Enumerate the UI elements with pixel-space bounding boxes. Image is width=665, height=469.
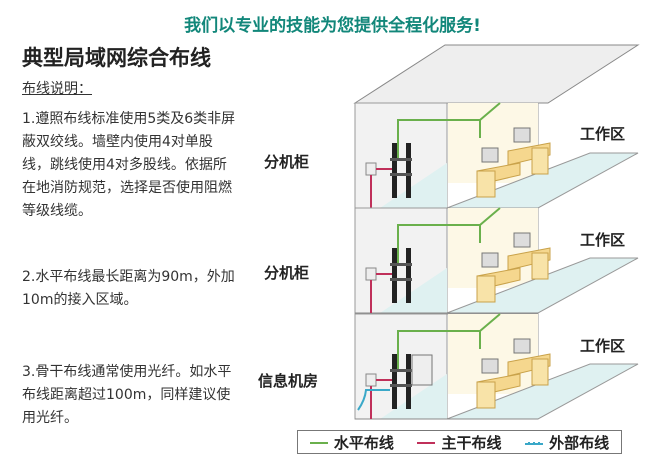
zone-label-1f: 工作区 — [580, 337, 626, 355]
note-1: 1.遵照布线标准使用5类及6类非屏蔽双绞线。墙壁内使用4对单股线，跳线使用4对多… — [22, 111, 236, 219]
room-label-2f: 分机柜 — [264, 264, 310, 282]
page-title: 典型局域网综合布线 — [22, 46, 211, 70]
floor-3 — [354, 102, 639, 209]
subtitle: 布线说明： — [22, 81, 92, 97]
server — [411, 354, 433, 386]
note-2: 2.水平布线最长距离为90m，外加10m的接入区域。 — [22, 269, 235, 308]
room-label-3f: 分机柜 — [264, 153, 310, 171]
room-label-1f: 信息机房 — [258, 372, 319, 390]
zone-label-2f: 工作区 — [580, 231, 626, 249]
floor-2 — [354, 207, 639, 314]
roof — [353, 44, 640, 104]
legend-horizontal: 水平布线 — [309, 432, 394, 453]
external-cable — [357, 389, 390, 411]
slogan: 我们以专业的技能为您提供全程化服务! — [184, 16, 481, 36]
note-3: 3.骨干布线通常使用光纤。如水平布线距离超过100m，同样建议使用光纤。 — [22, 364, 232, 426]
legend: 水平布线 主干布线 外部布线 — [297, 430, 622, 454]
legend-backbone: 主干布线 — [417, 432, 501, 453]
zone-label-3f: 工作区 — [580, 125, 626, 143]
floor-1 — [354, 313, 639, 420]
legend-external: 外部布线 — [525, 432, 609, 453]
